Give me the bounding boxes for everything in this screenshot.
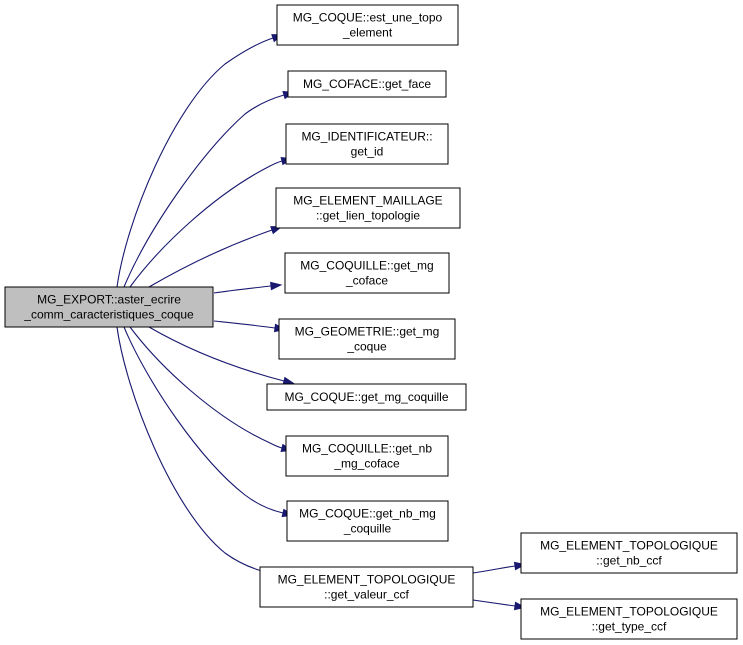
edge-line: [116, 37, 274, 288]
edge-root-to-n3: [129, 156, 294, 288]
function-node-n8[interactable]: MG_COQUILLE::get_nb_mg_coface: [285, 435, 449, 477]
node-label-line: _coquille: [343, 522, 392, 536]
node-label-line: MG_ELEMENT_TOPOLOGIQUE: [540, 539, 718, 553]
node-box: [284, 252, 450, 294]
node-label-line: MG_IDENTIFICATEUR::: [301, 130, 432, 144]
edge-line: [213, 320, 276, 329]
edge-root-to-n5: [213, 281, 283, 294]
edge-line: [148, 326, 285, 382]
node-box: [520, 598, 738, 640]
node-box: [276, 4, 459, 46]
node-label-line: MG_EXPORT::aster_ecrire: [37, 293, 181, 307]
edge-root-to-n2: [123, 90, 296, 288]
node-label-line: get_id: [351, 145, 384, 159]
node-box: [285, 123, 449, 165]
function-node-n7[interactable]: MG_COQUE::get_mg_coquille: [266, 383, 467, 411]
arrowhead-icon: [270, 281, 283, 291]
node-box: [285, 435, 449, 477]
node-label-line: _comm_caracteristiques_coque: [23, 308, 194, 322]
nodes-layer: MG_EXPORT::aster_ecrire_comm_caracterist…: [4, 4, 738, 640]
node-label-line: _coque: [346, 340, 387, 354]
edge-line: [148, 229, 273, 288]
edge-n10-to-n12: [472, 599, 527, 611]
edge-root-to-n9: [123, 326, 295, 518]
node-label-line: _coface: [345, 274, 388, 288]
node-label-line: MG_COQUILLE::get_mg: [300, 259, 433, 273]
function-node-n12[interactable]: MG_ELEMENT_TOPOLOGIQUE::get_type_ccf: [520, 598, 738, 640]
node-label-line: _mg_coface: [333, 457, 400, 471]
function-node-n11[interactable]: MG_ELEMENT_TOPOLOGIQUE::get_nb_ccf: [520, 532, 738, 574]
function-node-n1[interactable]: MG_COQUE::est_une_topo_element: [276, 4, 459, 46]
node-box: [275, 187, 461, 229]
edge-root-to-n10: [116, 326, 274, 576]
function-node-n5[interactable]: MG_COQUILLE::get_mg_coface: [284, 252, 450, 294]
root-function-node[interactable]: MG_EXPORT::aster_ecrire_comm_caracterist…: [4, 286, 214, 328]
node-box: [286, 500, 449, 542]
node-box: [278, 318, 456, 360]
edge-root-to-n4: [148, 226, 283, 288]
node-label-line: _element: [342, 26, 393, 40]
edge-root-to-n6: [213, 320, 287, 333]
node-label-line: MG_COFACE::get_face: [303, 77, 431, 91]
node-label-line: MG_COQUILLE::get_nb: [302, 442, 432, 456]
function-node-n9[interactable]: MG_COQUE::get_nb_mg_coquille: [286, 500, 449, 542]
node-label-line: MG_ELEMENT_MAILLAGE: [293, 194, 442, 208]
node-label-line: MG_GEOMETRIE::get_mg: [295, 325, 440, 339]
edge-line: [116, 326, 263, 572]
arrowhead-icon: [282, 376, 296, 386]
node-label-line: ::get_valeur_ccf: [324, 588, 409, 602]
edge-line: [472, 565, 516, 574]
node-label-line: ::get_lien_topologie: [316, 209, 420, 223]
function-node-n10[interactable]: MG_ELEMENT_TOPOLOGIQUE::get_valeur_ccf: [259, 566, 474, 608]
node-label-line: ::get_nb_ccf: [596, 554, 662, 568]
node-label-line: MG_ELEMENT_TOPOLOGIQUE: [278, 573, 456, 587]
edge-n10-to-n11: [472, 561, 527, 574]
node-label-line: ::get_type_ccf: [592, 620, 667, 634]
node-label-line: MG_COQUE::get_mg_coquille: [284, 390, 448, 404]
function-node-n6[interactable]: MG_GEOMETRIE::get_mg_coque: [278, 318, 456, 360]
node-label-line: MG_COQUE::est_une_topo: [293, 11, 443, 25]
edge-line: [472, 599, 516, 607]
node-box: [520, 532, 738, 574]
edge-line: [213, 285, 272, 294]
node-box: [266, 383, 467, 411]
edge-root-to-n7: [148, 326, 296, 386]
function-node-n3[interactable]: MG_IDENTIFICATEUR::get_id: [285, 123, 449, 165]
node-label-line: MG_ELEMENT_TOPOLOGIQUE: [540, 605, 718, 619]
edge-line: [129, 326, 283, 449]
node-box: [4, 286, 214, 328]
node-box: [287, 70, 447, 98]
edge-line: [123, 94, 285, 288]
function-node-n4[interactable]: MG_ELEMENT_MAILLAGE::get_lien_topologie: [275, 187, 461, 229]
node-label-line: MG_COQUE::get_nb_mg: [299, 507, 436, 521]
edge-line: [123, 326, 284, 514]
node-box: [259, 566, 474, 608]
edge-line: [129, 160, 283, 288]
function-node-n2[interactable]: MG_COFACE::get_face: [287, 70, 447, 98]
